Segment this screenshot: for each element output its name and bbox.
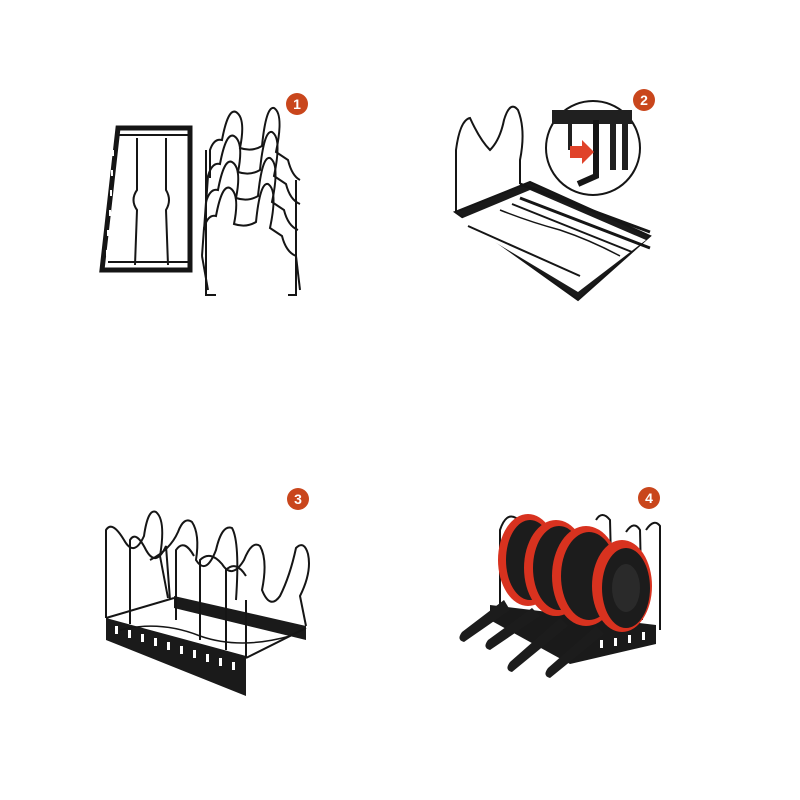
step-badge: 1 [286,93,308,115]
wire-divider [455,105,524,212]
step-2-panel: 2 [400,0,800,400]
frying-pan [545,540,652,678]
step-3-panel: 3 [0,400,400,800]
step-4-illustration [459,514,661,678]
step-4-panel: 4 [400,400,800,800]
wire-dividers [105,510,310,658]
step-badge: 3 [287,488,309,510]
step-badge: 4 [638,487,660,509]
detail-zoom-inset [545,100,641,196]
wire-dividers [201,106,301,296]
step-2-illustration [452,100,652,302]
step-badge: 2 [633,89,655,111]
wire-dividers [499,514,661,630]
rack-base-frame [99,125,193,273]
rack-base-frame [105,596,307,696]
rack-base-slots [106,150,114,256]
rack-side-wall [519,182,651,250]
step-3-illustration [105,510,310,696]
rack-base-frame [452,180,652,302]
step-1-panel: 1 [0,0,400,400]
step-1-illustration [99,106,301,296]
